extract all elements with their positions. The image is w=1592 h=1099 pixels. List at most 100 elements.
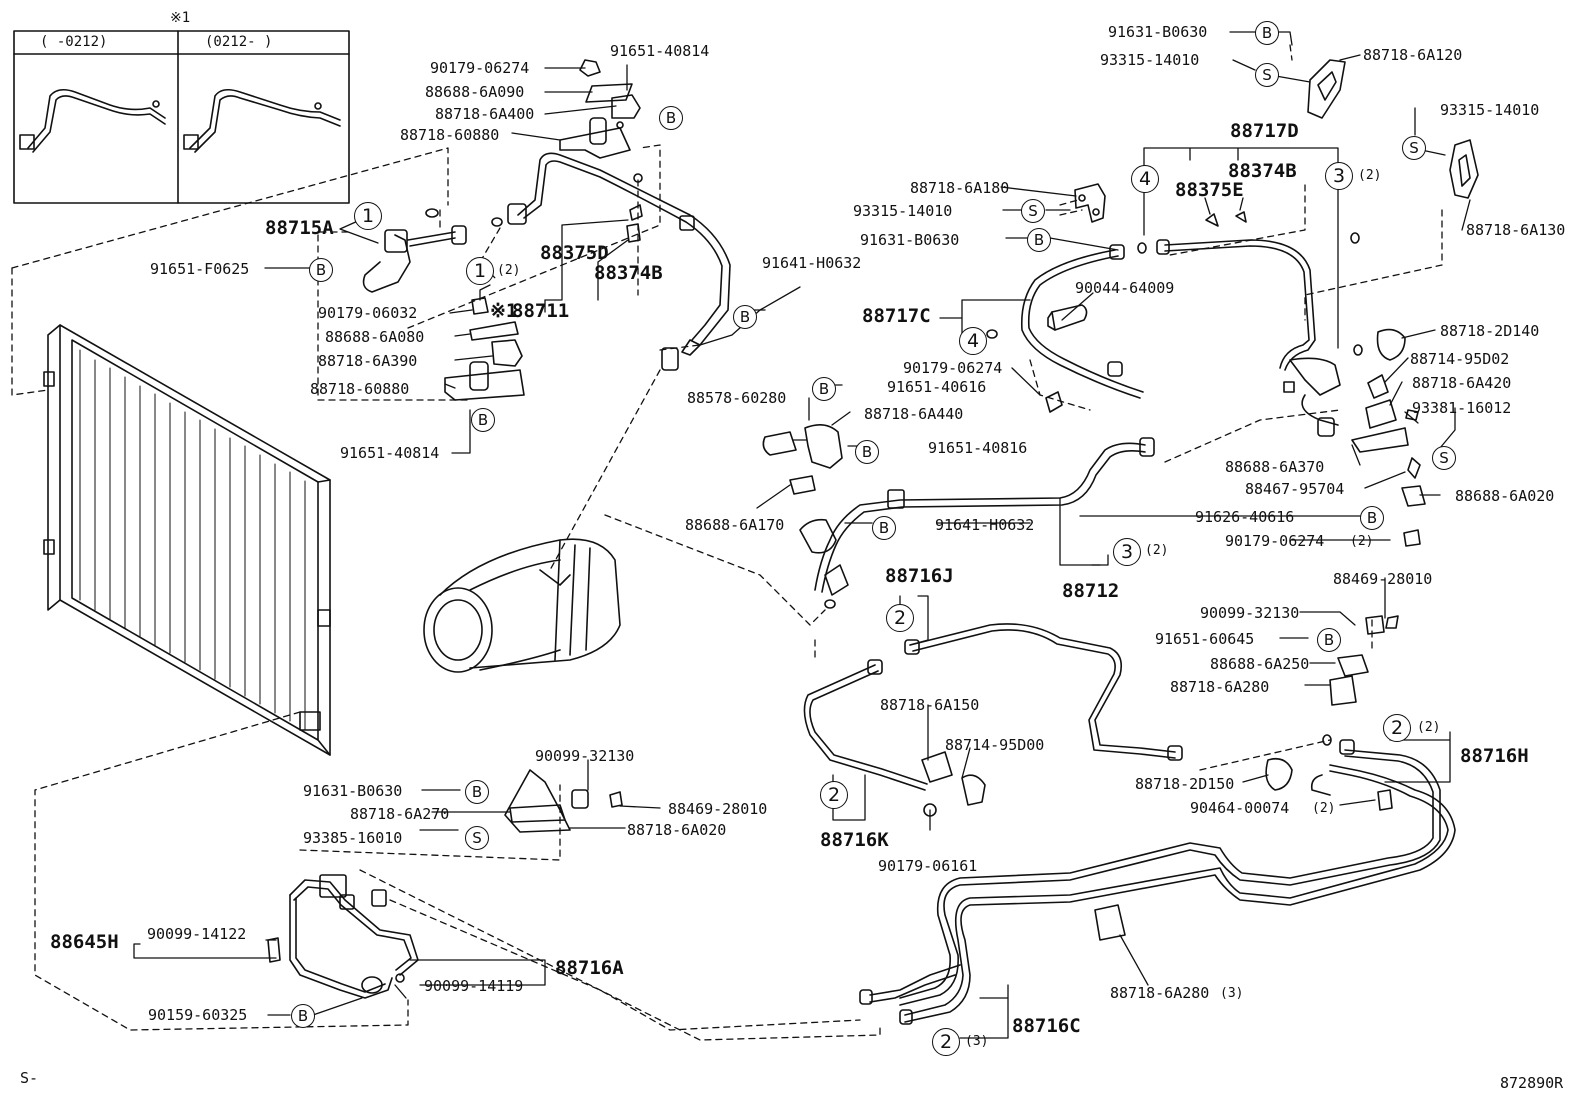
part-label[interactable]: 90179-06161 <box>878 857 978 875</box>
bracket-88718-6A270 <box>267 769 623 963</box>
part-label[interactable]: 88718-6A180 <box>910 179 1010 197</box>
part-label[interactable]: 91626-40616 <box>1195 508 1295 526</box>
part-label[interactable]: 90464-00074 <box>1190 799 1290 817</box>
symbol-2: 2 <box>886 604 914 632</box>
inset-right-header: (0212- ) <box>205 34 273 50</box>
symbol-b: B <box>1317 628 1341 652</box>
part-label[interactable]: 88716H <box>1460 745 1529 767</box>
symbol-1: 1 <box>466 257 494 285</box>
quantity-note: (3) <box>965 1034 989 1049</box>
part-label[interactable]: 88718-6A130 <box>1466 221 1566 239</box>
part-label[interactable]: 88688-6A020 <box>1455 487 1555 505</box>
part-label[interactable]: 91651-40616 <box>887 378 987 396</box>
part-label[interactable]: 88469-28010 <box>668 800 768 818</box>
part-label[interactable]: 88717C <box>862 305 931 327</box>
part-label[interactable]: 88718-60880 <box>400 126 500 144</box>
symbol-2: 2 <box>1383 714 1411 742</box>
part-label[interactable]: 91651-F0625 <box>150 260 250 278</box>
symbol-s: S <box>1255 63 1279 87</box>
part-label[interactable]: 88716A <box>555 957 624 979</box>
part-label[interactable]: 88711 <box>512 300 570 322</box>
part-label[interactable]: 93315-14010 <box>853 202 953 220</box>
part-label[interactable]: 88718-6A440 <box>864 405 964 423</box>
part-label[interactable]: 88718-6A390 <box>318 352 418 370</box>
part-label[interactable]: 88718-2D150 <box>1135 775 1235 793</box>
part-label[interactable]: 88718-6A120 <box>1363 46 1463 64</box>
part-label[interactable]: 88688-6A080 <box>325 328 425 346</box>
part-label[interactable]: 90099-14122 <box>147 925 247 943</box>
small-parts-right <box>1045 211 1426 547</box>
part-label[interactable]: 88718-6A280 <box>1110 984 1210 1002</box>
part-label[interactable]: 93385-16010 <box>303 829 403 847</box>
symbol-2: 2 <box>932 1028 960 1056</box>
part-label[interactable]: 88688-6A370 <box>1225 458 1325 476</box>
part-label[interactable]: 93315-14010 <box>1100 51 1200 69</box>
part-label[interactable]: 91641-H0632 <box>935 516 1035 534</box>
part-label[interactable]: 90099-14119 <box>424 977 524 995</box>
symbol-s: S <box>1402 136 1426 160</box>
part-label[interactable]: 88718-6A150 <box>880 696 980 714</box>
part-label[interactable]: 88714-95D00 <box>945 736 1045 754</box>
part-label[interactable]: 88688-6A090 <box>425 83 525 101</box>
part-label[interactable]: 88718-6A270 <box>350 805 450 823</box>
part-label[interactable]: 88467-95704 <box>1245 480 1345 498</box>
part-label[interactable]: 90044-64009 <box>1075 279 1175 297</box>
part-label[interactable]: 88374B <box>594 262 663 284</box>
symbol-b: B <box>1360 506 1384 530</box>
quantity-note: (2) <box>497 263 521 278</box>
part-label[interactable]: 88716J <box>885 565 954 587</box>
bracket-lower <box>444 297 525 401</box>
part-label[interactable]: 88375E <box>1175 179 1244 201</box>
part-label[interactable]: 91631-B0630 <box>860 231 960 249</box>
part-label[interactable]: 90159-60325 <box>148 1006 248 1024</box>
part-label[interactable]: 88718-6A280 <box>1170 678 1270 696</box>
part-label[interactable]: 91651-60645 <box>1155 630 1255 648</box>
part-label[interactable]: 93315-14010 <box>1440 101 1540 119</box>
condenser <box>43 324 331 756</box>
part-label[interactable]: 88688-6A170 <box>685 516 785 534</box>
part-label[interactable]: 91651-40814 <box>610 42 710 60</box>
symbol-b: B <box>659 106 683 130</box>
quantity-note: (2) <box>1312 801 1336 816</box>
part-label[interactable]: 88718-6A420 <box>1412 374 1512 392</box>
part-label[interactable]: 88716K <box>820 829 889 851</box>
part-label[interactable]: 91651-40814 <box>340 444 440 462</box>
hose-88711 <box>507 152 731 371</box>
part-label[interactable]: 88375D <box>540 242 609 264</box>
part-label[interactable]: 91631-B0630 <box>1108 23 1208 41</box>
part-label[interactable]: 90179-06274 <box>1225 532 1325 550</box>
pipe-88375D-88374B <box>491 173 643 243</box>
pipe-88716A <box>289 874 419 999</box>
part-label[interactable]: 88712 <box>1062 580 1120 602</box>
part-label[interactable]: 90179-06274 <box>903 359 1003 377</box>
part-label[interactable]: 88688-6A250 <box>1210 655 1310 673</box>
symbol-b: B <box>812 377 836 401</box>
part-label[interactable]: 88469-28010 <box>1333 570 1433 588</box>
part-label[interactable]: 88374B <box>1228 160 1297 182</box>
part-label[interactable]: 90099-32130 <box>535 747 635 765</box>
part-label[interactable]: 88714-95D02 <box>1410 350 1510 368</box>
part-label[interactable]: 88715A <box>265 217 334 239</box>
parts-88718-6A150 <box>921 751 986 817</box>
part-label[interactable]: 91631-B0630 <box>303 782 403 800</box>
diagram-code: 872890R <box>1500 1074 1564 1092</box>
part-label[interactable]: 88645H <box>50 931 119 953</box>
part-label[interactable]: 88578-60280 <box>687 389 787 407</box>
part-label[interactable]: 90179-06274 <box>430 59 530 77</box>
part-label[interactable]: 91641-H0632 <box>762 254 862 272</box>
part-label[interactable]: 91651-40816 <box>928 439 1028 457</box>
part-label[interactable]: 88718-60880 <box>310 380 410 398</box>
part-label[interactable]: 93381-16012 <box>1412 399 1512 417</box>
part-label[interactable]: 90099-32130 <box>1200 604 1300 622</box>
part-label[interactable]: 88717D <box>1230 120 1299 142</box>
quantity-note: (2) <box>1417 720 1441 735</box>
part-label[interactable]: 88716C <box>1012 1015 1081 1037</box>
symbol-b: B <box>855 440 879 464</box>
part-label[interactable]: 88718-2D140 <box>1440 322 1540 340</box>
part-label[interactable]: 88718-6A020 <box>627 821 727 839</box>
part-label[interactable]: 88718-6A400 <box>435 105 535 123</box>
part-label[interactable]: 90179-06032 <box>318 304 418 322</box>
symbol-3: 3 <box>1113 538 1141 566</box>
symbol-b: B <box>1027 228 1051 252</box>
